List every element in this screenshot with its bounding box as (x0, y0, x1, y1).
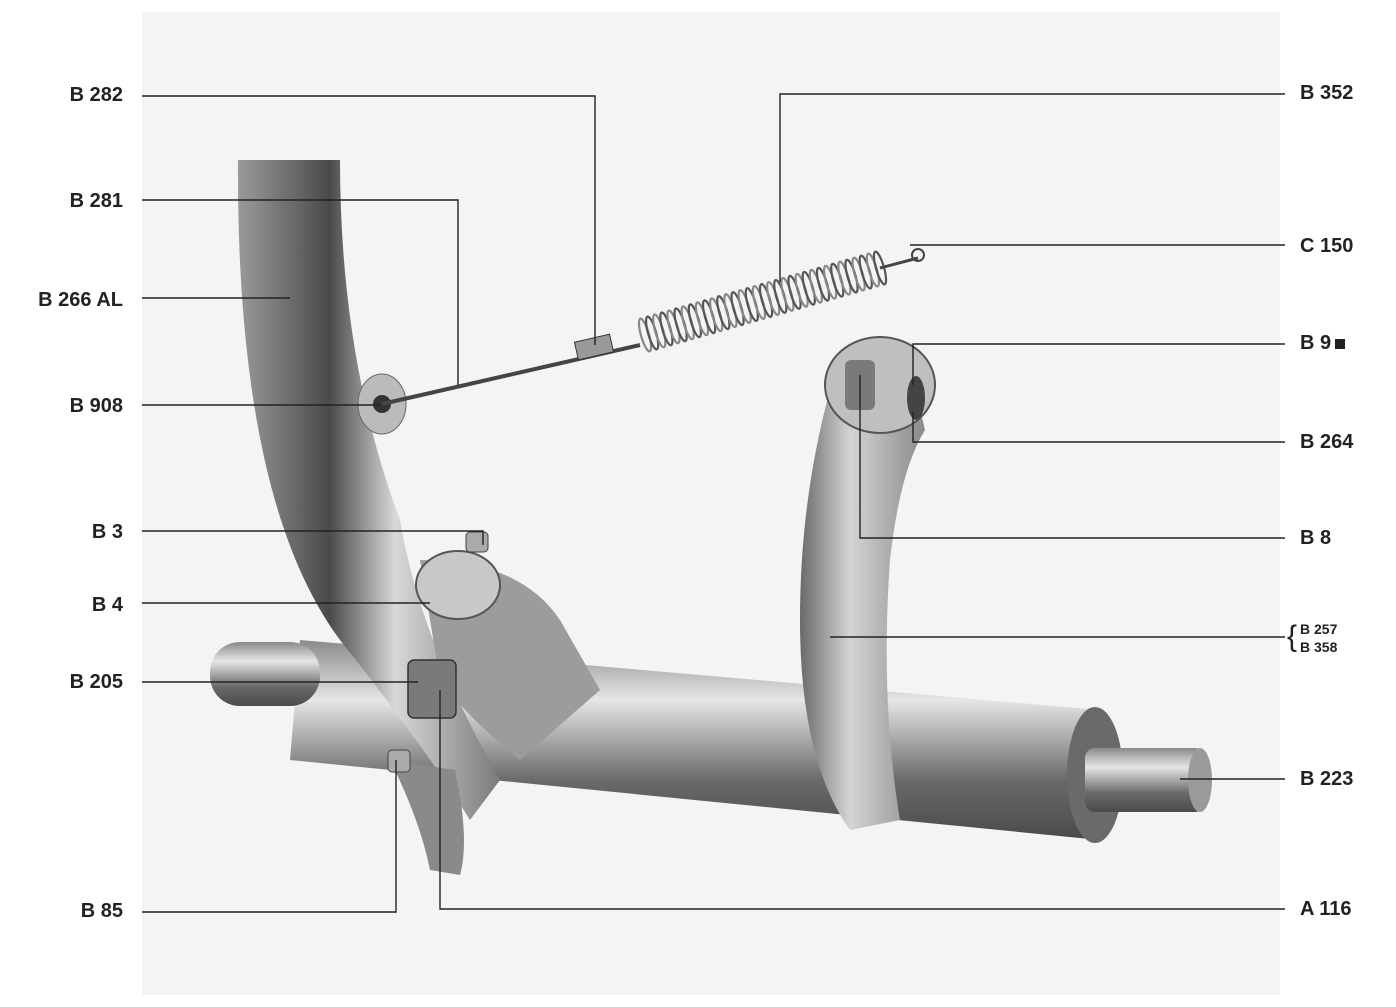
label-c150: C 150 (1300, 235, 1354, 257)
spring-hook (879, 256, 919, 270)
label-b205: B 205 (69, 671, 123, 693)
label-b8: B 8 (1300, 527, 1332, 549)
label-b257: B 257 (1300, 621, 1338, 637)
shaft-pin-left (210, 642, 320, 706)
curved-tube (237, 160, 500, 820)
leader-b282 (142, 95, 596, 345)
shaft-pin-right (1085, 748, 1205, 812)
upright-arm (800, 345, 925, 830)
label-b266al: B 266 AL (38, 289, 123, 311)
label-b908: B 908 (69, 395, 123, 417)
lower-screw (387, 749, 411, 773)
leader-b281 (142, 199, 459, 385)
shaft-pin-right-end (1188, 748, 1212, 812)
arm-eye (907, 376, 925, 420)
leader-b8 (859, 375, 1285, 539)
leader-b3 (142, 530, 484, 545)
label-a116: A 116 (1300, 898, 1352, 920)
label-b4: B 4 (91, 594, 123, 616)
leader-b9 (912, 343, 1285, 385)
cable-ferrule (573, 333, 615, 361)
leader-b85 (142, 760, 397, 913)
bushing (415, 550, 501, 620)
label-b223: B 223 (1300, 768, 1354, 790)
tension-spring (637, 250, 888, 353)
label-b282: B 282 (69, 84, 123, 106)
set-screw (465, 531, 489, 553)
leader-b264 (912, 412, 1285, 443)
leader-b352 (779, 93, 1285, 282)
lower-blade (390, 760, 464, 875)
label-b358: B 358 (1300, 639, 1338, 655)
clamp-nut (407, 659, 457, 719)
spring-hook-eye (911, 248, 925, 262)
label-b9-text: B 9 (1300, 332, 1332, 354)
brace-icon: { (1287, 620, 1298, 653)
label-b264: B 264 (1300, 431, 1354, 453)
label-b85: B 85 (80, 900, 123, 922)
label-b281: B 281 (69, 190, 123, 212)
square-marker-icon (1335, 338, 1346, 349)
label-b9: B 9 (1300, 332, 1346, 354)
label-b3: B 3 (91, 521, 123, 543)
leader-lines (142, 93, 1285, 913)
leader-a116 (439, 690, 1285, 910)
label-b352: B 352 (1300, 82, 1354, 104)
